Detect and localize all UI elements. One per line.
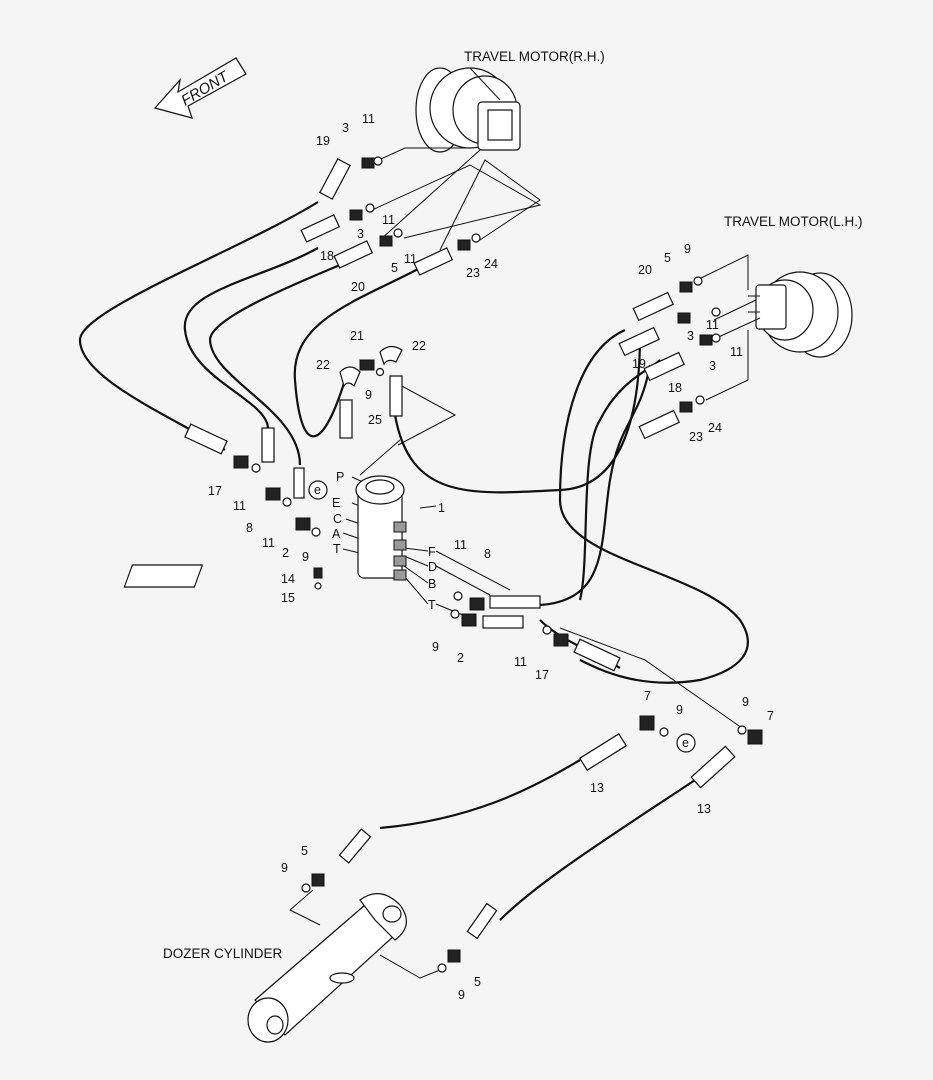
callout-3: 3 (687, 329, 694, 343)
fittings-rh-group (300, 156, 481, 276)
callout-23: 23 (466, 266, 480, 280)
callout-25: 25 (368, 413, 382, 427)
travel-motor-lh (748, 271, 853, 358)
callout-5: 5 (664, 251, 671, 265)
callout-11: 11 (262, 536, 275, 550)
travel-motor-rh (415, 67, 521, 153)
callout-9: 9 (432, 640, 439, 654)
callout-11: 11 (514, 655, 527, 669)
callout-22: 22 (316, 358, 330, 372)
callout-11: 11 (454, 538, 467, 552)
callout-2: 2 (457, 651, 464, 665)
callout-e-1: e (308, 480, 328, 500)
callout-5: 5 (391, 261, 398, 275)
callout-5: 5 (301, 844, 308, 858)
callout-17: 17 (208, 484, 222, 498)
callout-numbers: 1 19 3 11 3 11 18 5 11 20 23 24 20 5 9 3… (208, 112, 774, 1002)
dozer-fittings (301, 715, 763, 973)
callout-15: 15 (281, 591, 295, 605)
port-t-left: T (333, 542, 341, 556)
callout-9: 9 (302, 550, 309, 564)
port-b: B (428, 577, 436, 591)
port-e: E (332, 496, 340, 510)
callout-8: 8 (484, 547, 491, 561)
travel-motor-lh-label: TRAVEL MOTOR(L.H.) (724, 214, 863, 229)
port-c: C (333, 512, 342, 526)
callout-e-2: e (676, 733, 696, 753)
callout-11: 11 (404, 252, 417, 266)
callout-7: 7 (767, 709, 774, 723)
callout-11: 11 (706, 318, 719, 332)
callout-11: 11 (382, 213, 395, 227)
callout-22: 22 (412, 339, 426, 353)
callout-20: 20 (351, 280, 365, 294)
port-d: D (428, 560, 437, 574)
port-f: F (428, 545, 436, 559)
svg-text:e: e (682, 736, 689, 750)
callout-9: 9 (365, 388, 372, 402)
callout-9: 9 (676, 703, 683, 717)
callout-1: 1 (438, 501, 445, 515)
callout-11: 11 (730, 345, 743, 359)
callout-13: 13 (590, 781, 604, 795)
callout-24: 24 (484, 257, 498, 271)
port-t-right: T (428, 598, 436, 612)
callout-8: 8 (246, 521, 253, 535)
front-arrow: FRONT (153, 57, 247, 119)
right-swivel-fittings (450, 591, 621, 672)
callout-17: 17 (535, 668, 549, 682)
svg-text:e: e (314, 483, 321, 497)
center-swivel-joint (123, 475, 407, 588)
callout-23: 23 (689, 430, 703, 444)
callout-7: 7 (644, 689, 651, 703)
callout-20: 20 (638, 263, 652, 277)
callout-5: 5 (474, 975, 481, 989)
callout-11: 11 (233, 499, 246, 513)
port-p: P (336, 470, 344, 484)
callout-2: 2 (282, 546, 289, 560)
callout-3: 3 (357, 227, 364, 241)
dozer-cylinder-label: DOZER CYLINDER (163, 946, 283, 961)
callout-18: 18 (668, 381, 682, 395)
callout-11: 11 (362, 112, 375, 126)
fittings-lh-group (618, 276, 721, 440)
port-a: A (332, 527, 341, 541)
dozer-cylinder (247, 893, 407, 1043)
callout-9: 9 (684, 242, 691, 256)
center-fittings (339, 345, 403, 439)
callout-14: 14 (281, 572, 295, 586)
callout-9: 9 (281, 861, 288, 875)
hose-lines (78, 201, 749, 921)
callout-3: 3 (709, 359, 716, 373)
callout-24: 24 (708, 421, 722, 435)
callout-19: 19 (316, 134, 330, 148)
callout-21: 21 (350, 329, 364, 343)
travel-motor-rh-label: TRAVEL MOTOR(R.H.) (464, 49, 605, 64)
callout-9: 9 (458, 988, 465, 1002)
left-swivel-fittings (184, 423, 323, 590)
callout-18: 18 (320, 249, 334, 263)
callout-3: 3 (342, 121, 349, 135)
callout-13: 13 (697, 802, 711, 816)
callout-19: 19 (632, 357, 646, 371)
callout-9: 9 (742, 695, 749, 709)
